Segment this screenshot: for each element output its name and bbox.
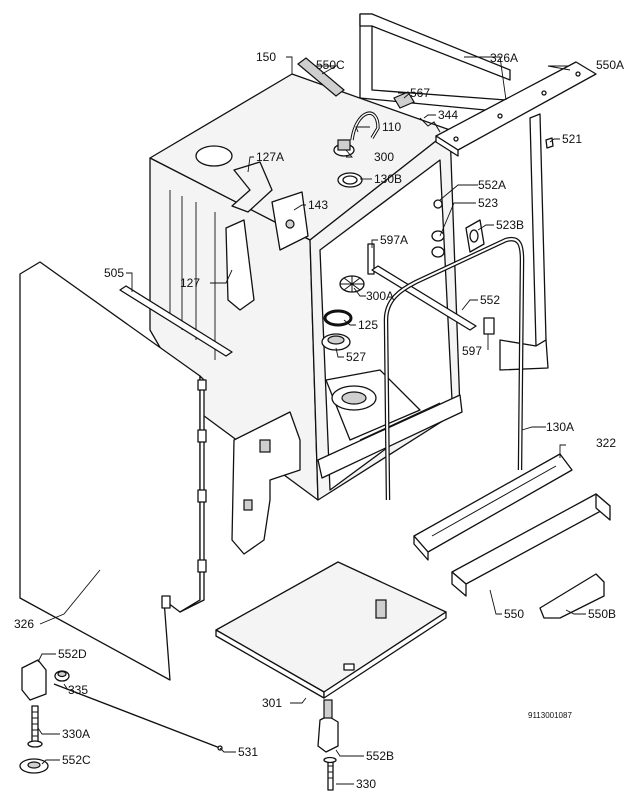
label-335: 335	[68, 683, 88, 697]
nut-335	[54, 670, 70, 682]
label-130b: 130B	[374, 172, 402, 186]
seal-130b	[337, 172, 363, 188]
label-143: 143	[308, 198, 328, 212]
label-552c: 552C	[62, 753, 91, 767]
label-330a: 330A	[62, 727, 90, 741]
fitting-552a	[433, 199, 443, 209]
label-326a: 326A	[490, 51, 518, 65]
clip-597a	[367, 243, 375, 275]
washer-552c	[19, 758, 49, 774]
label-127: 127	[180, 276, 200, 290]
label-125: 125	[358, 318, 378, 332]
label-130a: 130A	[546, 420, 574, 434]
label-527: 527	[346, 350, 366, 364]
right-strut	[499, 113, 549, 371]
hinge-bracket-left	[231, 411, 301, 555]
label-523: 523	[478, 196, 498, 210]
label-300: 300	[374, 150, 394, 164]
side-panel-326	[19, 261, 207, 681]
clip-597	[483, 317, 495, 335]
label-552a: 552A	[478, 178, 506, 192]
screw-330	[323, 756, 337, 791]
label-597a: 597A	[380, 233, 408, 247]
label-150: 150	[256, 50, 276, 64]
hose-110	[350, 111, 380, 141]
rail-322	[413, 453, 573, 561]
leg-552b	[317, 699, 339, 753]
label-301: 301	[262, 696, 282, 710]
label-127a: 127A	[256, 150, 284, 164]
strip-552	[371, 265, 477, 331]
label-505: 505	[104, 266, 124, 280]
nut-527	[321, 333, 351, 351]
label-550: 550	[504, 607, 524, 621]
label-110: 110	[382, 120, 401, 134]
label-300a: 300A	[366, 289, 394, 303]
foot-550b	[539, 573, 605, 619]
drawing-code: 9113001087	[528, 711, 572, 720]
fitting-523	[431, 230, 445, 258]
duct-127a	[231, 161, 273, 213]
leader-lines	[37, 56, 586, 785]
label-550a: 550A	[596, 58, 624, 72]
seal-130a	[383, 236, 525, 501]
foot-552d	[21, 659, 47, 701]
label-550b: 550B	[588, 607, 616, 621]
label-322: 322	[596, 436, 616, 450]
label-552d: 552D	[58, 647, 87, 661]
bracket-550a	[435, 61, 597, 157]
label-550c-top: 550C	[316, 58, 345, 72]
clip-567	[393, 91, 415, 109]
strip-550c-top	[297, 57, 345, 97]
label-567: 567	[410, 86, 430, 100]
label-326: 326	[14, 617, 34, 631]
strip-505	[119, 285, 233, 357]
label-597: 597	[462, 344, 482, 358]
spring-344	[419, 117, 441, 133]
label-552: 552	[480, 293, 500, 307]
o-ring-125	[323, 309, 353, 327]
label-552b: 552B	[366, 749, 394, 763]
rail-550	[451, 493, 611, 597]
base-plate-301	[215, 561, 447, 699]
label-521: 521	[562, 132, 582, 146]
screw-330a	[27, 705, 43, 748]
label-330: 330	[356, 777, 376, 791]
duct-127	[225, 219, 255, 311]
label-531: 531	[238, 745, 258, 759]
spray-holder-300a	[339, 275, 365, 293]
label-344: 344	[438, 108, 458, 122]
label-523b: 523B	[496, 218, 524, 232]
part-labels: 150 550C 326A 550A 567 344 110 521 127A …	[14, 50, 624, 791]
clip-521	[545, 137, 554, 149]
fitting-523b	[465, 219, 485, 253]
rear-frame-326a	[359, 13, 511, 113]
